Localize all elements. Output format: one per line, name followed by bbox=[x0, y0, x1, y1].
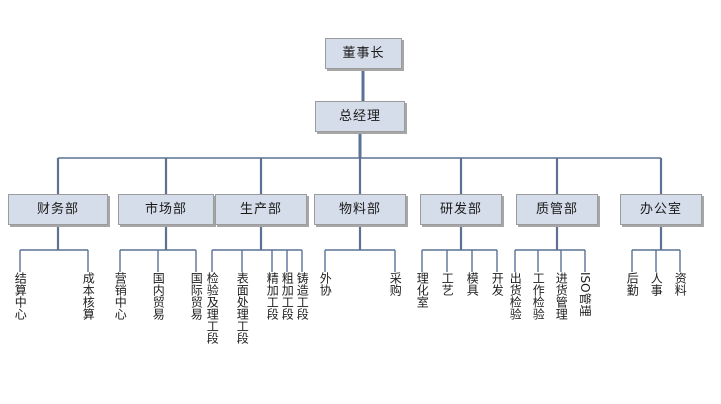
node-sub-unit[interactable]: 精加工段 bbox=[265, 272, 280, 320]
node-department-label: 市场部 bbox=[144, 202, 187, 217]
node-chairman[interactable]: 董事长 bbox=[325, 38, 402, 69]
node-department-label: 生产部 bbox=[239, 202, 282, 217]
node-general-manager[interactable]: 总经理 bbox=[315, 101, 405, 132]
node-sub-unit[interactable]: 检验及理工段 bbox=[205, 272, 220, 344]
node-sub-unit[interactable]: 结算中心 bbox=[13, 272, 28, 320]
node-department[interactable]: 质管部 bbox=[516, 194, 598, 225]
node-department[interactable]: 办公室 bbox=[620, 194, 702, 225]
node-sub-unit[interactable]: 营销中心 bbox=[113, 272, 128, 320]
node-sub-unit[interactable]: 国内贸易 bbox=[151, 272, 166, 320]
node-department[interactable]: 生产部 bbox=[215, 194, 307, 225]
node-sub-unit[interactable]: 采购 bbox=[388, 272, 403, 296]
node-department[interactable]: 财务部 bbox=[8, 194, 108, 225]
node-department[interactable]: 研发部 bbox=[420, 194, 502, 225]
node-department[interactable]: 市场部 bbox=[118, 194, 214, 225]
node-department-label: 质管部 bbox=[535, 202, 578, 217]
node-sub-unit[interactable]: 出货检验 bbox=[508, 272, 523, 320]
node-department-label: 办公室 bbox=[639, 202, 682, 217]
node-sub-unit[interactable]: 人事 bbox=[649, 272, 664, 296]
node-chairman-label: 董事长 bbox=[342, 46, 385, 61]
node-sub-unit[interactable]: 工艺 bbox=[440, 272, 455, 296]
node-sub-unit[interactable]: 外协 bbox=[318, 272, 333, 296]
node-general-manager-label: 总经理 bbox=[338, 109, 381, 124]
node-sub-unit[interactable]: 成本核算 bbox=[81, 272, 96, 320]
node-sub-unit[interactable]: 粗加工段 bbox=[280, 272, 295, 320]
node-sub-unit[interactable]: 模具 bbox=[465, 272, 480, 296]
node-sub-unit[interactable]: 工作检验 bbox=[531, 272, 546, 320]
node-department[interactable]: 物料部 bbox=[314, 194, 406, 225]
node-department-label: 物料部 bbox=[338, 202, 381, 217]
node-sub-unit[interactable]: 开发 bbox=[490, 272, 505, 296]
node-sub-unit[interactable]: 理化室 bbox=[415, 272, 430, 308]
node-sub-unit[interactable]: 铸造工段 bbox=[295, 272, 310, 320]
node-sub-unit[interactable]: 资料 bbox=[673, 272, 688, 296]
node-department-label: 财务部 bbox=[36, 202, 79, 217]
node-sub-unit[interactable]: 表面处理工段 bbox=[235, 272, 250, 344]
node-sub-unit[interactable]: ISO管理 bbox=[578, 272, 593, 317]
node-sub-unit[interactable]: 后勤 bbox=[625, 272, 640, 296]
node-sub-unit[interactable]: 国际贸易 bbox=[189, 272, 204, 320]
node-department-label: 研发部 bbox=[439, 202, 482, 217]
node-sub-unit[interactable]: 进货管理 bbox=[554, 272, 569, 320]
